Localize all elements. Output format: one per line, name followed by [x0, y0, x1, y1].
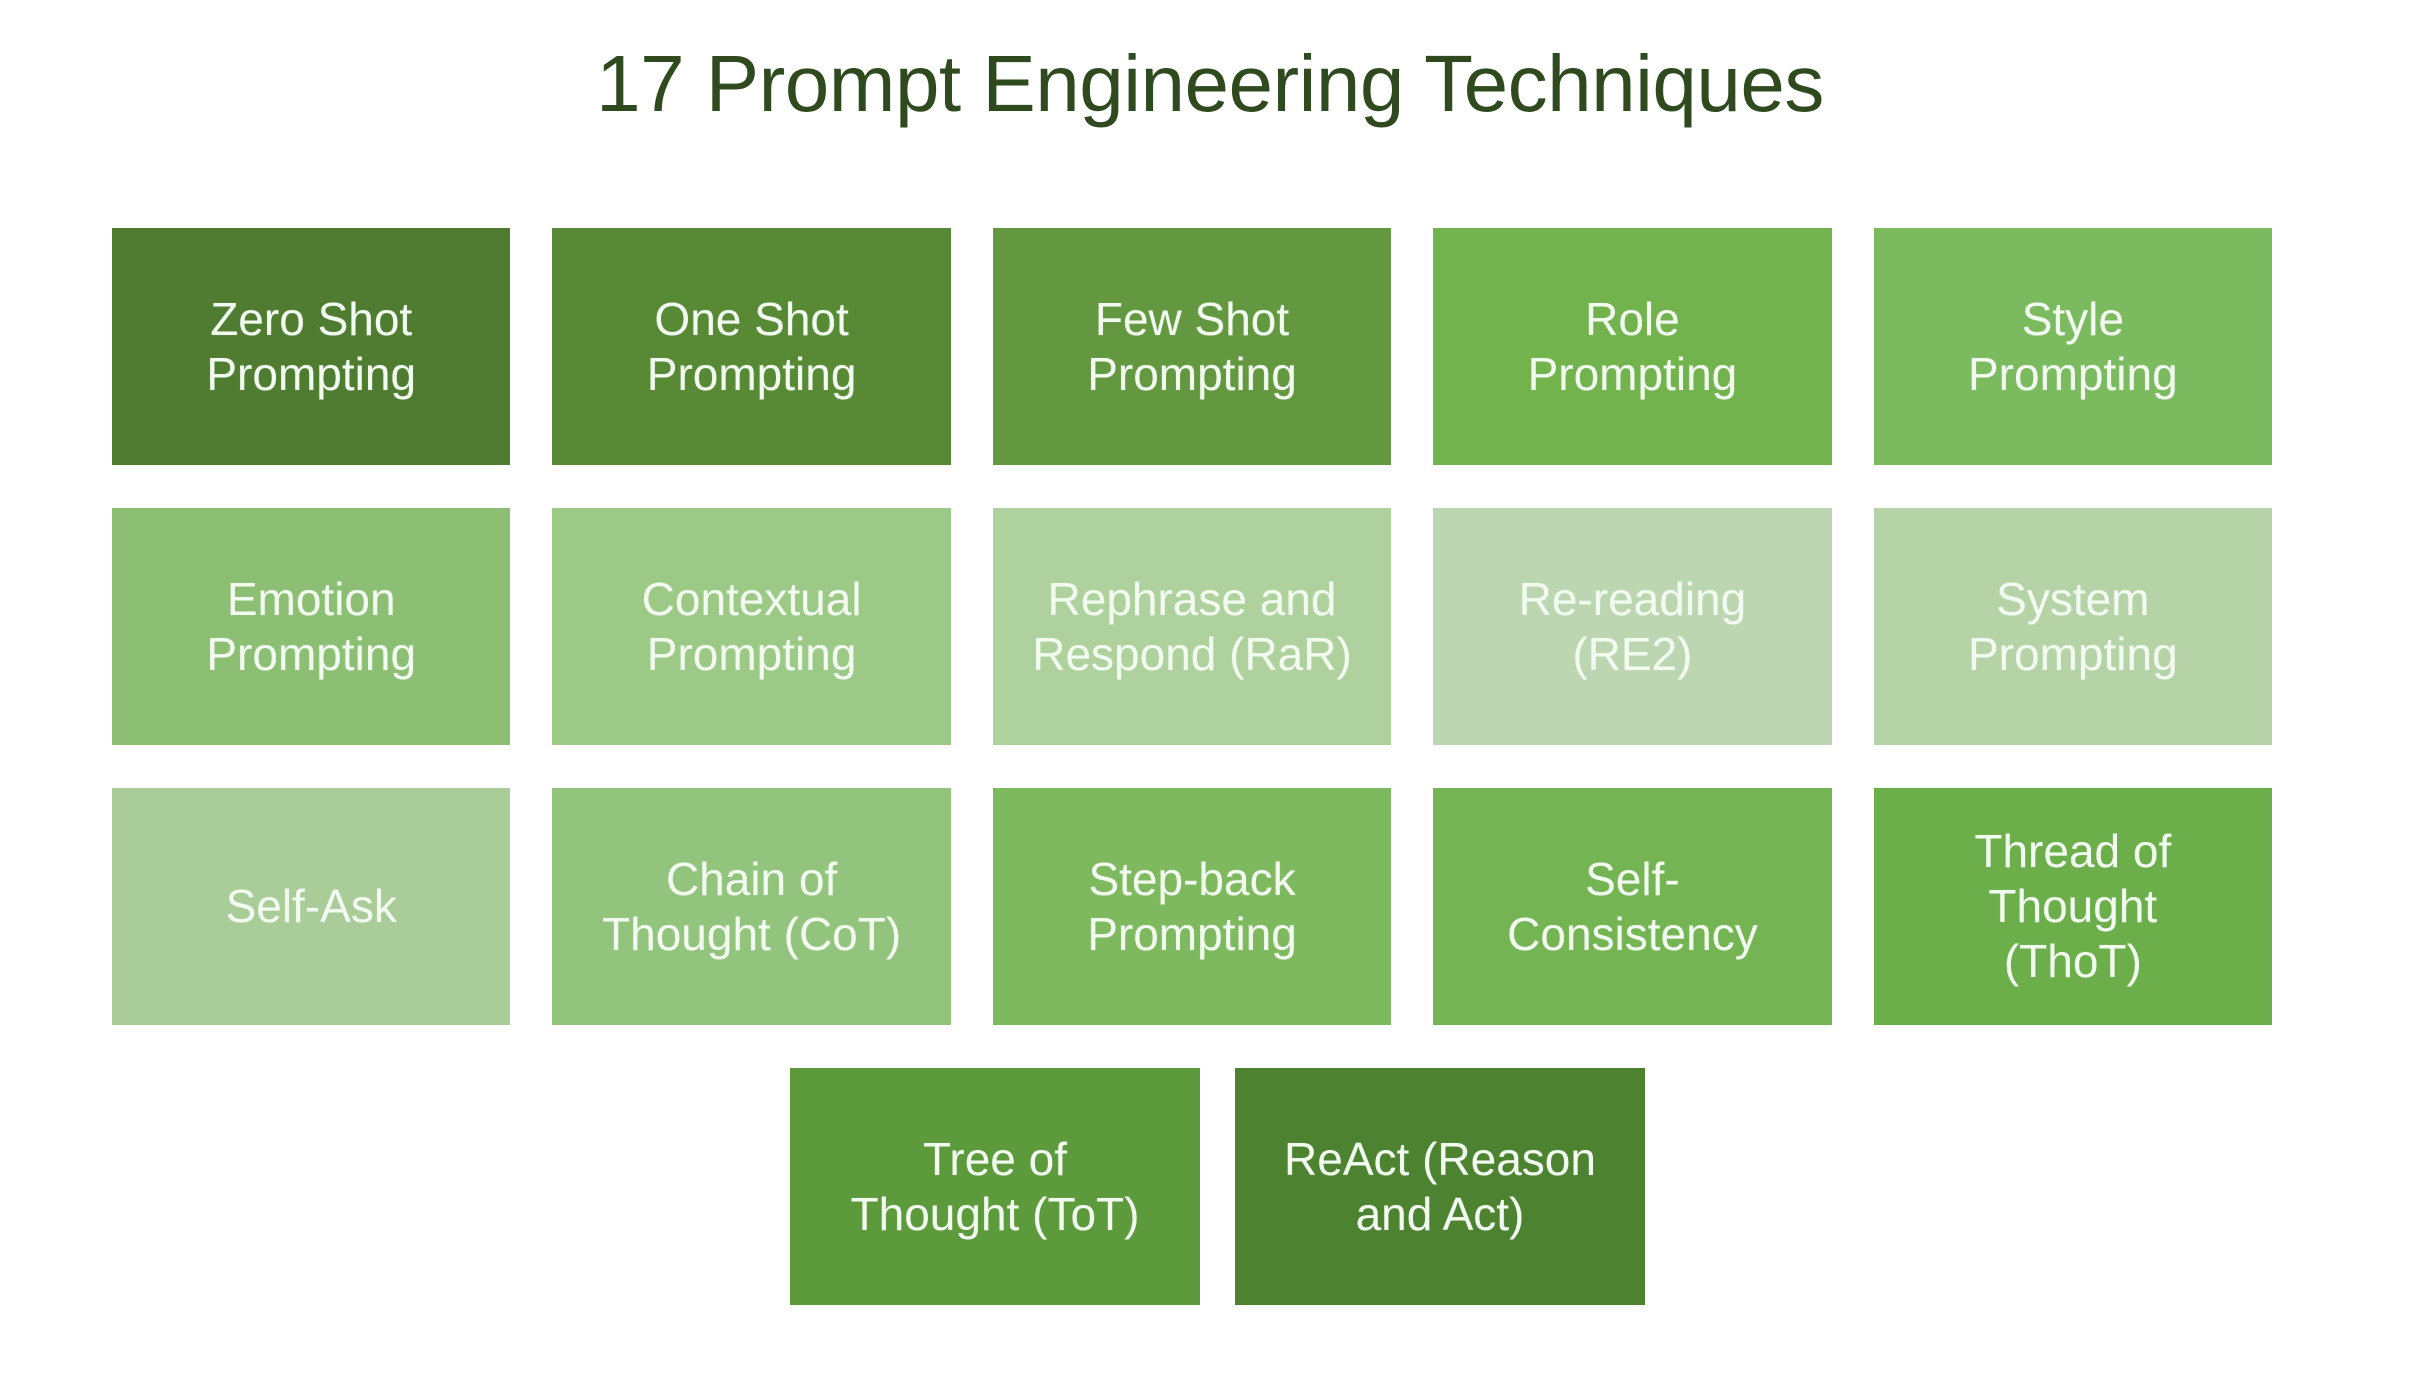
technique-tile-label: Contextual Prompting — [641, 572, 862, 680]
technique-tile-label: Re-reading (RE2) — [1518, 572, 1747, 680]
technique-tile-react[interactable]: ReAct (Reason and Act) — [1235, 1068, 1645, 1305]
technique-tile-thread-of-thought[interactable]: Thread of Thought (ThoT) — [1873, 788, 2273, 1025]
technique-tile-label: Self- Consistency — [1507, 852, 1758, 960]
technique-tile-label: Role Prompting — [1527, 292, 1738, 400]
technique-tile-label: One Shot Prompting — [646, 292, 857, 400]
technique-tile-style-prompting[interactable]: Style Prompting — [1873, 228, 2273, 465]
technique-tile-emotion-prompting[interactable]: Emotion Prompting — [112, 508, 511, 745]
technique-tile-label: ReAct (Reason and Act) — [1284, 1132, 1596, 1240]
technique-tile-few-shot-prompting[interactable]: Few Shot Prompting — [992, 228, 1392, 465]
technique-row-1: Zero Shot Prompting One Shot Prompting F… — [112, 228, 2273, 465]
technique-grid: Zero Shot Prompting One Shot Prompting F… — [112, 228, 2273, 1348]
page-title: 17 Prompt Engineering Techniques — [596, 39, 1824, 128]
technique-tile-role-prompting[interactable]: Role Prompting — [1433, 228, 1832, 465]
technique-tile-label: Thread of Thought (ThoT) — [1974, 825, 2172, 987]
technique-row-3: Self-Ask Chain of Thought (CoT) Step-bac… — [112, 788, 2273, 1025]
technique-tile-zero-shot-prompting[interactable]: Zero Shot Prompting — [112, 228, 511, 465]
technique-tile-contextual-prompting[interactable]: Contextual Prompting — [552, 508, 951, 745]
technique-tile-label: System Prompting — [1968, 572, 2178, 680]
technique-tile-label: Emotion Prompting — [206, 572, 417, 680]
technique-tile-label: Step-back Prompting — [1087, 852, 1297, 960]
technique-tile-step-back-prompting[interactable]: Step-back Prompting — [992, 788, 1392, 1025]
technique-tile-label: Zero Shot Prompting — [206, 292, 417, 400]
technique-row-4: Tree of Thought (ToT) ReAct (Reason and … — [112, 1068, 2272, 1305]
technique-tile-self-consistency[interactable]: Self- Consistency — [1433, 788, 1832, 1025]
technique-tile-tree-of-thought[interactable]: Tree of Thought (ToT) — [790, 1068, 1200, 1305]
technique-tile-re-reading[interactable]: Re-reading (RE2) — [1433, 508, 1832, 745]
technique-tile-label: Chain of Thought (CoT) — [602, 852, 902, 960]
technique-tile-label: Tree of Thought (ToT) — [850, 1132, 1140, 1240]
technique-tile-label: Rephrase and Respond (RaR) — [1032, 572, 1352, 680]
technique-tile-system-prompting[interactable]: System Prompting — [1873, 508, 2273, 745]
technique-tile-label: Self-Ask — [225, 880, 397, 933]
technique-tile-one-shot-prompting[interactable]: One Shot Prompting — [552, 228, 951, 465]
technique-tile-chain-of-thought[interactable]: Chain of Thought (CoT) — [552, 788, 951, 1025]
technique-tile-rephrase-and-respond[interactable]: Rephrase and Respond (RaR) — [992, 508, 1392, 745]
technique-row-2: Emotion Prompting Contextual Prompting R… — [112, 508, 2273, 745]
technique-tile-label: Style Prompting — [1968, 292, 2178, 400]
technique-tile-label: Few Shot Prompting — [1087, 292, 1297, 400]
technique-tile-self-ask[interactable]: Self-Ask — [112, 788, 511, 1025]
